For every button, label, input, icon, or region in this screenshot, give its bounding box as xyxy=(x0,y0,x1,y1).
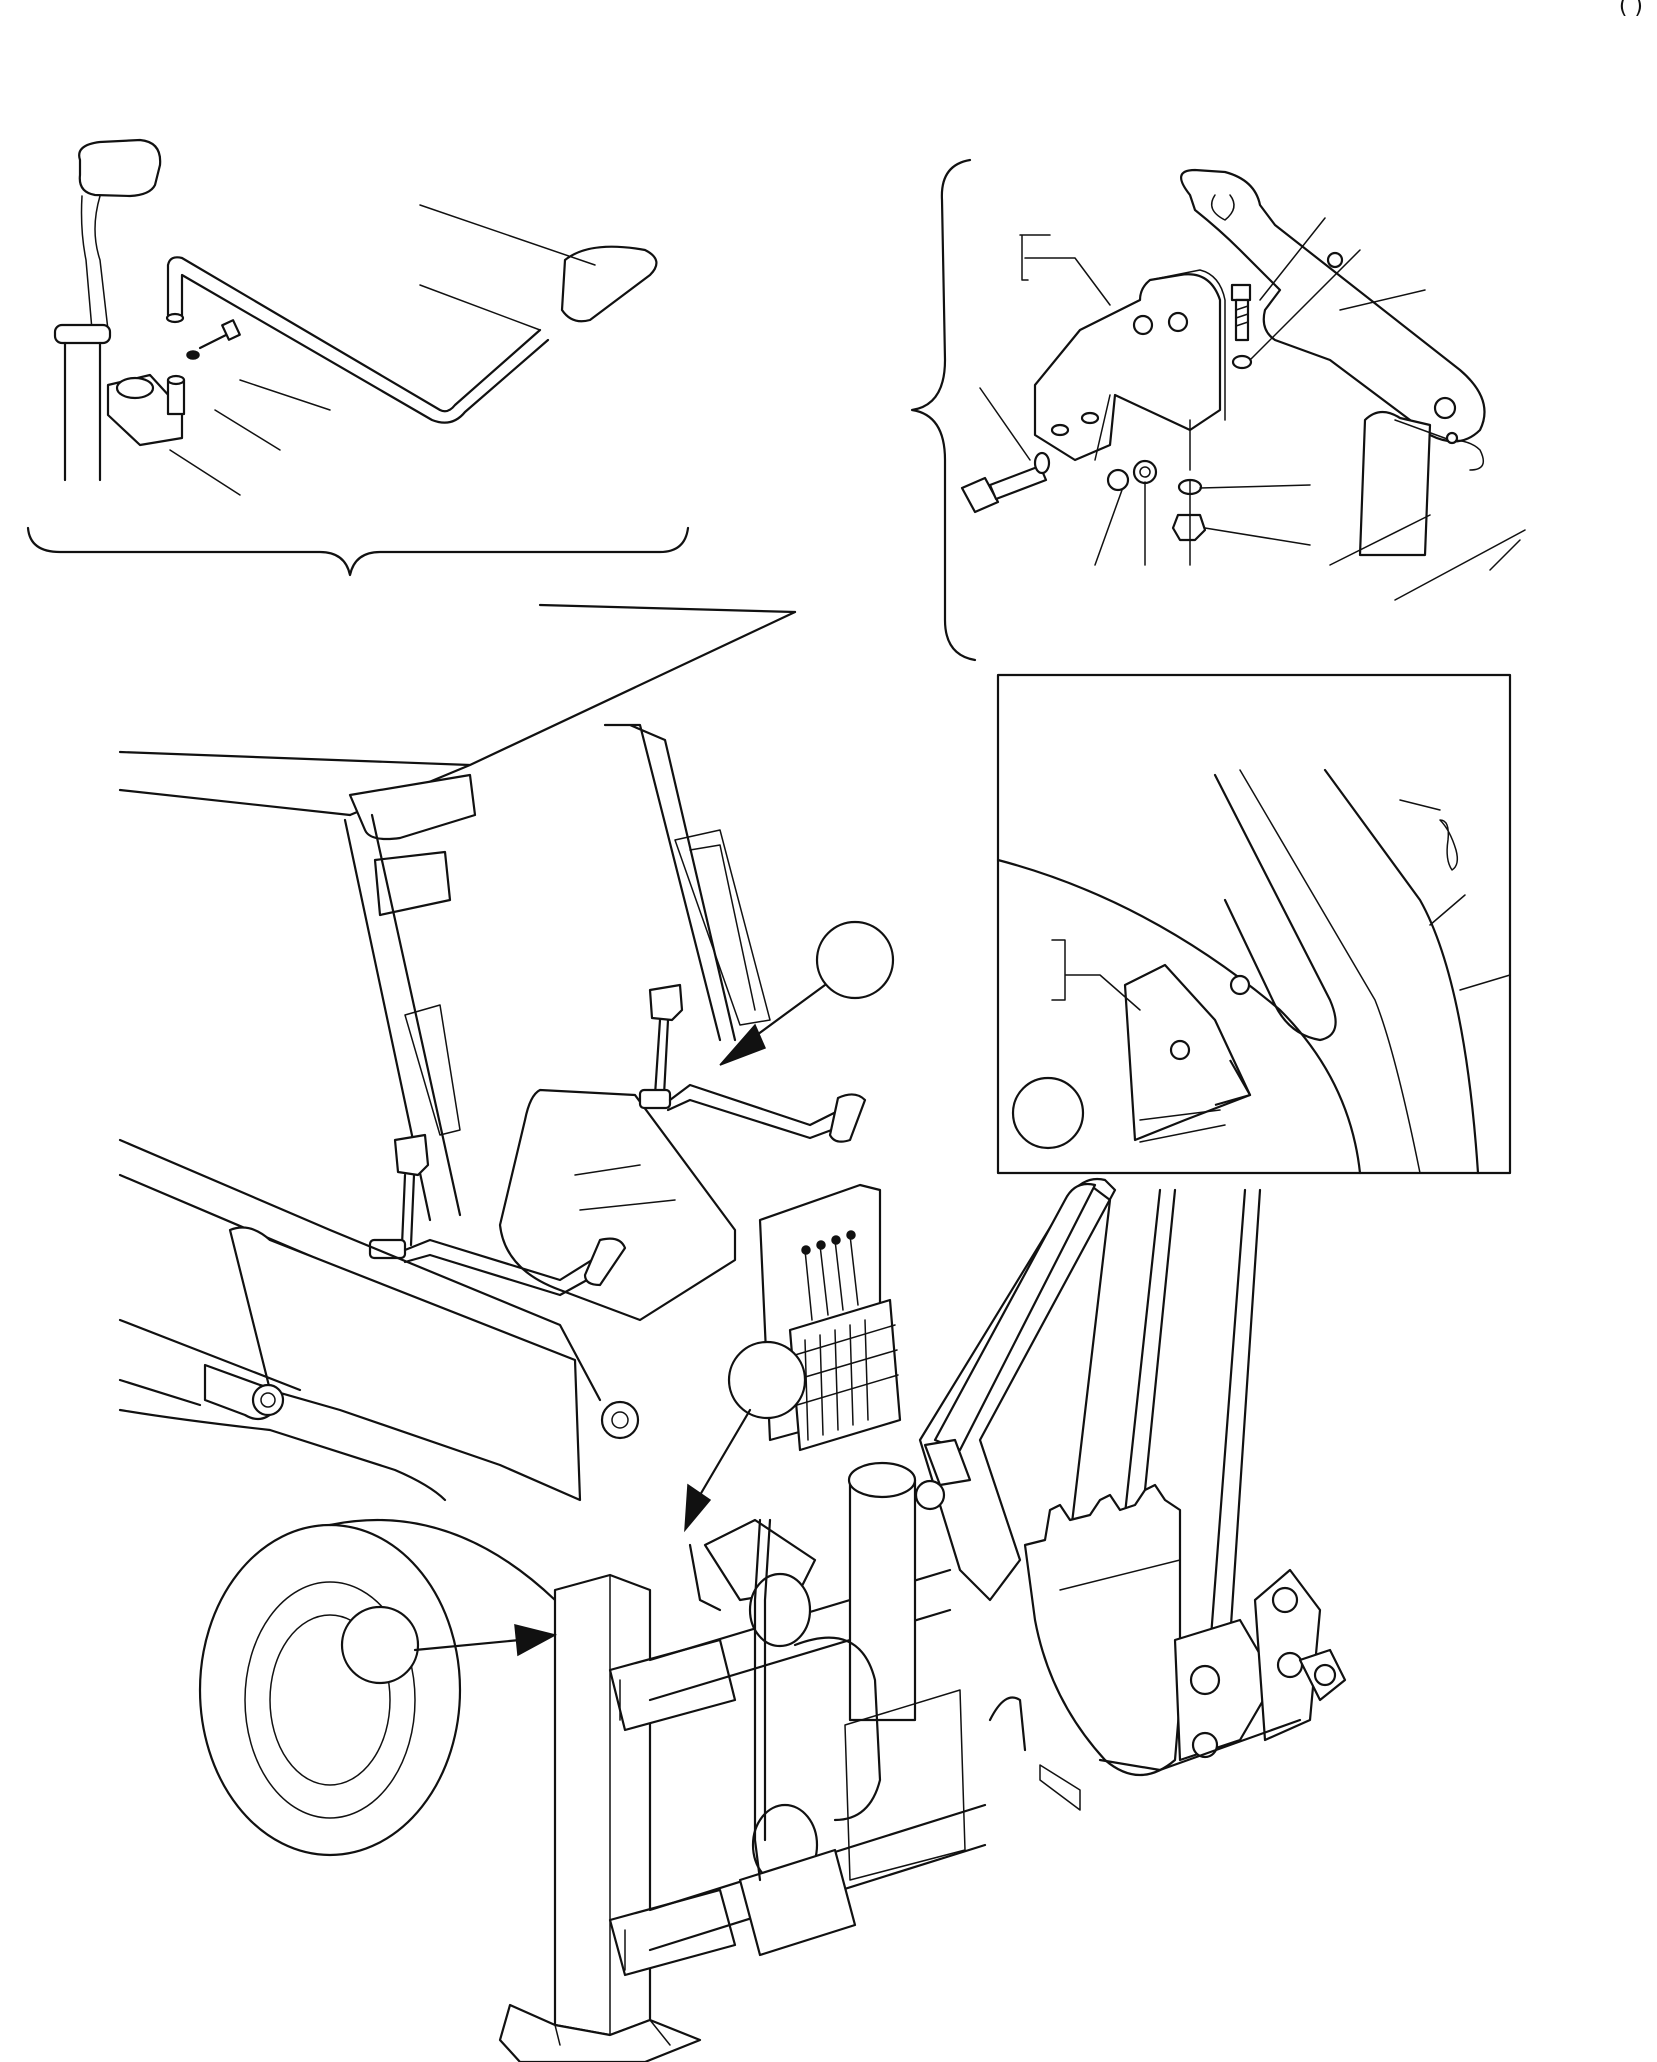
callout-circle-lever xyxy=(815,920,895,1000)
cab-lever-left xyxy=(368,1133,627,1297)
bent-rod-outer xyxy=(166,256,542,413)
backhoe-bucket xyxy=(1023,1483,1182,1777)
inset-pin-clip xyxy=(1439,819,1459,871)
rear-wheel xyxy=(198,1518,557,1857)
top-right-detail-view xyxy=(910,158,1526,662)
hook-arm xyxy=(1180,168,1486,443)
operator-seat xyxy=(498,1088,737,1322)
brace-left xyxy=(910,158,977,662)
brace-bottom xyxy=(26,526,690,577)
pin-post xyxy=(1358,410,1432,557)
nut-2 xyxy=(1171,513,1207,542)
r-clip xyxy=(1394,419,1485,471)
washer-1 xyxy=(1106,468,1130,492)
main-view-backhoe xyxy=(118,603,1347,2062)
joystick-handle xyxy=(53,138,162,482)
rod-knob xyxy=(560,245,658,323)
small-bolt xyxy=(186,319,241,360)
callout-circle-valve xyxy=(727,1340,807,1420)
callout-post-arrow xyxy=(340,1605,558,1685)
horizontal-bolt xyxy=(960,451,1051,514)
boom-pivot xyxy=(600,1400,640,1440)
inset-detail-view xyxy=(996,673,1512,1175)
inset-frame xyxy=(996,673,1512,1175)
callout-lever-arrow xyxy=(719,920,895,1066)
vertical-bolt xyxy=(1230,283,1253,370)
hydraulic-reservoir xyxy=(748,1572,812,1648)
corner-mark: ( ) xyxy=(1618,0,1643,19)
cab-lever-right xyxy=(638,983,867,1143)
callout-circle-post xyxy=(340,1605,420,1685)
clamp-bracket xyxy=(106,373,186,447)
callout-valve-arrow xyxy=(684,1340,807,1533)
bent-rod-inner xyxy=(180,273,550,424)
bucket-linkage xyxy=(1173,1568,1347,1762)
cab-post-right xyxy=(603,723,737,1042)
swing-column xyxy=(738,1461,966,1957)
side-panel xyxy=(228,1226,582,1502)
canopy-light xyxy=(348,773,477,841)
callout-circle-inset xyxy=(1011,1076,1085,1150)
top-left-detail-view xyxy=(26,138,690,577)
nut-1 xyxy=(1132,459,1158,485)
